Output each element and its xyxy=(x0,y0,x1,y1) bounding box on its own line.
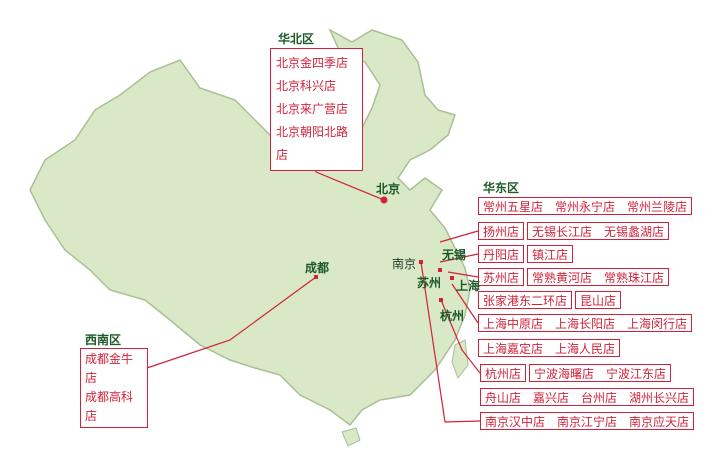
store-link[interactable]: 宁波江东店 xyxy=(606,367,667,381)
store-group-box: 宁波海曙店宁波江东店 xyxy=(529,364,672,382)
store-group-box: 舟山店嘉兴店台州店湖州长兴店 xyxy=(480,388,695,406)
store-group-box: 镇江店 xyxy=(527,245,574,263)
hangzhou-marker[interactable] xyxy=(439,298,443,302)
city-label-beijing: 北京 xyxy=(376,182,401,196)
store-link[interactable]: 成都高科店 xyxy=(85,390,134,423)
store-link[interactable]: 常熟珠江店 xyxy=(604,271,665,285)
store-link[interactable]: 成都金牛店 xyxy=(85,352,134,385)
store-group-box: 上海嘉定店上海人民店 xyxy=(478,339,621,357)
store-link[interactable]: 常州兰陵店 xyxy=(627,200,688,214)
store-link[interactable]: 北京金四季店 xyxy=(276,56,349,70)
store-link[interactable]: 湖州长兴店 xyxy=(629,391,690,405)
city-label-hangzhou: 杭州 xyxy=(440,309,465,323)
store-link[interactable]: 上海中原店 xyxy=(483,317,544,331)
shanghai-marker[interactable] xyxy=(450,276,454,280)
store-link[interactable]: 常州永宁店 xyxy=(555,200,616,214)
city-label-suzhou: 苏州 xyxy=(417,276,442,290)
store-link[interactable]: 上海长阳店 xyxy=(555,317,616,331)
store-group-box: 杭州店 xyxy=(480,364,527,382)
store-link[interactable]: 嘉兴店 xyxy=(533,391,570,405)
store-link[interactable]: 台州店 xyxy=(581,391,618,405)
chengdu-marker[interactable] xyxy=(314,275,318,279)
store-group-box: 扬州店 xyxy=(478,222,525,240)
store-link[interactable]: 镇江店 xyxy=(532,248,569,262)
store-link[interactable]: 扬州店 xyxy=(483,225,520,239)
store-link[interactable]: 舟山店 xyxy=(485,391,522,405)
store-link[interactable]: 常州五星店 xyxy=(483,200,544,214)
city-label-wuxi: 无锡 xyxy=(442,248,467,262)
store-link[interactable]: 昆山店 xyxy=(580,294,617,308)
store-link[interactable]: 南京应天店 xyxy=(629,415,690,429)
store-link[interactable]: 无锡长江店 xyxy=(532,225,593,239)
east-region-title: 华东区 xyxy=(483,181,520,195)
store-link[interactable]: 无锡蠡湖店 xyxy=(604,225,665,239)
store-link[interactable]: 上海闵行店 xyxy=(627,317,688,331)
store-link[interactable]: 张家港东二环店 xyxy=(483,294,568,308)
city-label-chengdu: 成都 xyxy=(305,261,330,275)
store-link[interactable]: 苏州店 xyxy=(483,271,520,285)
north-store-list: 北京金四季店 北京科兴店 北京来广营店 北京朝阳北路店 xyxy=(270,48,363,171)
hainan-island xyxy=(341,427,361,447)
store-group-box: 常州五星店常州永宁店常州兰陵店 xyxy=(478,197,693,215)
beijing-marker[interactable] xyxy=(380,196,388,204)
store-link[interactable]: 北京来广营店 xyxy=(276,102,349,116)
store-group-box: 无锡长江店无锡蠡湖店 xyxy=(527,222,670,240)
southwest-region-title: 西南区 xyxy=(85,333,122,347)
store-group-box: 苏州店 xyxy=(478,268,525,286)
store-group-box: 张家港东二环店 xyxy=(478,291,573,309)
store-link[interactable]: 上海人民店 xyxy=(555,342,616,356)
store-group-box: 丹阳店 xyxy=(478,245,525,263)
north-region-title: 华北区 xyxy=(278,32,315,46)
store-group-box: 常熟黄河店常熟珠江店 xyxy=(527,268,670,286)
city-label-nanjing: 南京 xyxy=(392,257,417,271)
store-link[interactable]: 上海嘉定店 xyxy=(483,342,544,356)
suzhou-marker[interactable] xyxy=(438,268,442,272)
store-link[interactable]: 宁波海曙店 xyxy=(534,367,595,381)
store-group-box: 南京汉中店南京江宁店南京应天店 xyxy=(480,412,695,430)
store-link[interactable]: 常熟黄河店 xyxy=(532,271,593,285)
leader-lines xyxy=(146,140,481,423)
store-link[interactable]: 南京汉中店 xyxy=(485,415,546,429)
nanjing-marker[interactable] xyxy=(419,260,423,264)
store-group-box: 昆山店 xyxy=(575,291,622,309)
store-link[interactable]: 杭州店 xyxy=(485,367,522,381)
southwest-store-list: 成都金牛店 成都高科店 xyxy=(80,348,148,428)
store-group-box: 上海中原店上海长阳店上海闵行店 xyxy=(478,314,693,332)
store-link[interactable]: 北京科兴店 xyxy=(276,79,337,93)
store-link[interactable]: 丹阳店 xyxy=(483,248,520,262)
taiwan-island xyxy=(451,339,469,380)
city-label-shanghai: 上海 xyxy=(456,279,481,293)
store-link[interactable]: 北京朝阳北路店 xyxy=(276,125,349,162)
store-link[interactable]: 南京江宁店 xyxy=(557,415,618,429)
